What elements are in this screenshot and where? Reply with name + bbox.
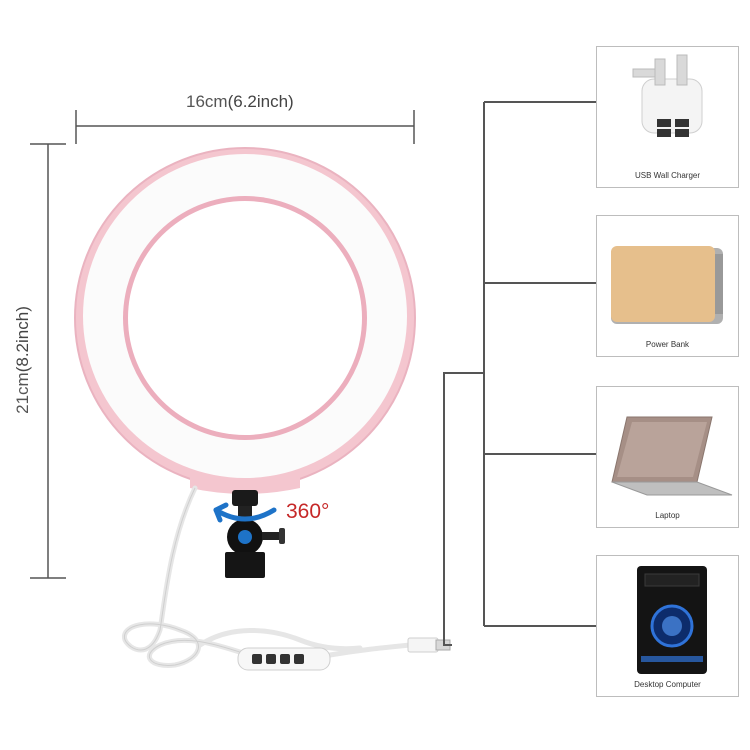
- width-inch: (6.2inch): [227, 92, 294, 111]
- device-label-laptop: Laptop: [655, 511, 680, 520]
- device-card-usb-wall-charger: USB Wall Charger: [596, 46, 739, 188]
- height-dimension-label: 21cm(8.2inch): [13, 306, 33, 414]
- device-label-power-bank: Power Bank: [645, 340, 690, 349]
- ball-head-mount: [225, 490, 285, 578]
- desktop-computer-icon: [637, 566, 707, 674]
- power-bank-icon: [611, 246, 723, 324]
- rotation-angle-label: 360°: [286, 500, 330, 523]
- device-label-desktop-computer: Desktop Computer: [634, 680, 701, 689]
- device-card-laptop: Laptop: [596, 386, 739, 528]
- inline-control-switch: [237, 647, 331, 671]
- device-label-usb-wall-charger: USB Wall Charger: [634, 171, 701, 180]
- connector-lines: [443, 101, 596, 646]
- laptop-icon: [611, 416, 733, 496]
- height-cm: 21cm: [13, 372, 32, 414]
- width-cm: 16cm: [186, 92, 228, 111]
- device-card-power-bank: Power Bank: [596, 215, 739, 357]
- ring-light: [74, 147, 416, 494]
- width-dimension-line: [75, 110, 415, 144]
- height-dimension-line: [30, 143, 66, 579]
- power-cable-outline: [124, 487, 251, 666]
- rotation-arrow-icon: [213, 502, 277, 523]
- usb-wall-charger-icon: [632, 54, 703, 137]
- device-card-desktop-computer: Desktop Computer: [596, 555, 739, 697]
- width-dimension-label: 16cm(6.2inch): [186, 92, 294, 112]
- height-inch: (8.2inch): [13, 306, 32, 373]
